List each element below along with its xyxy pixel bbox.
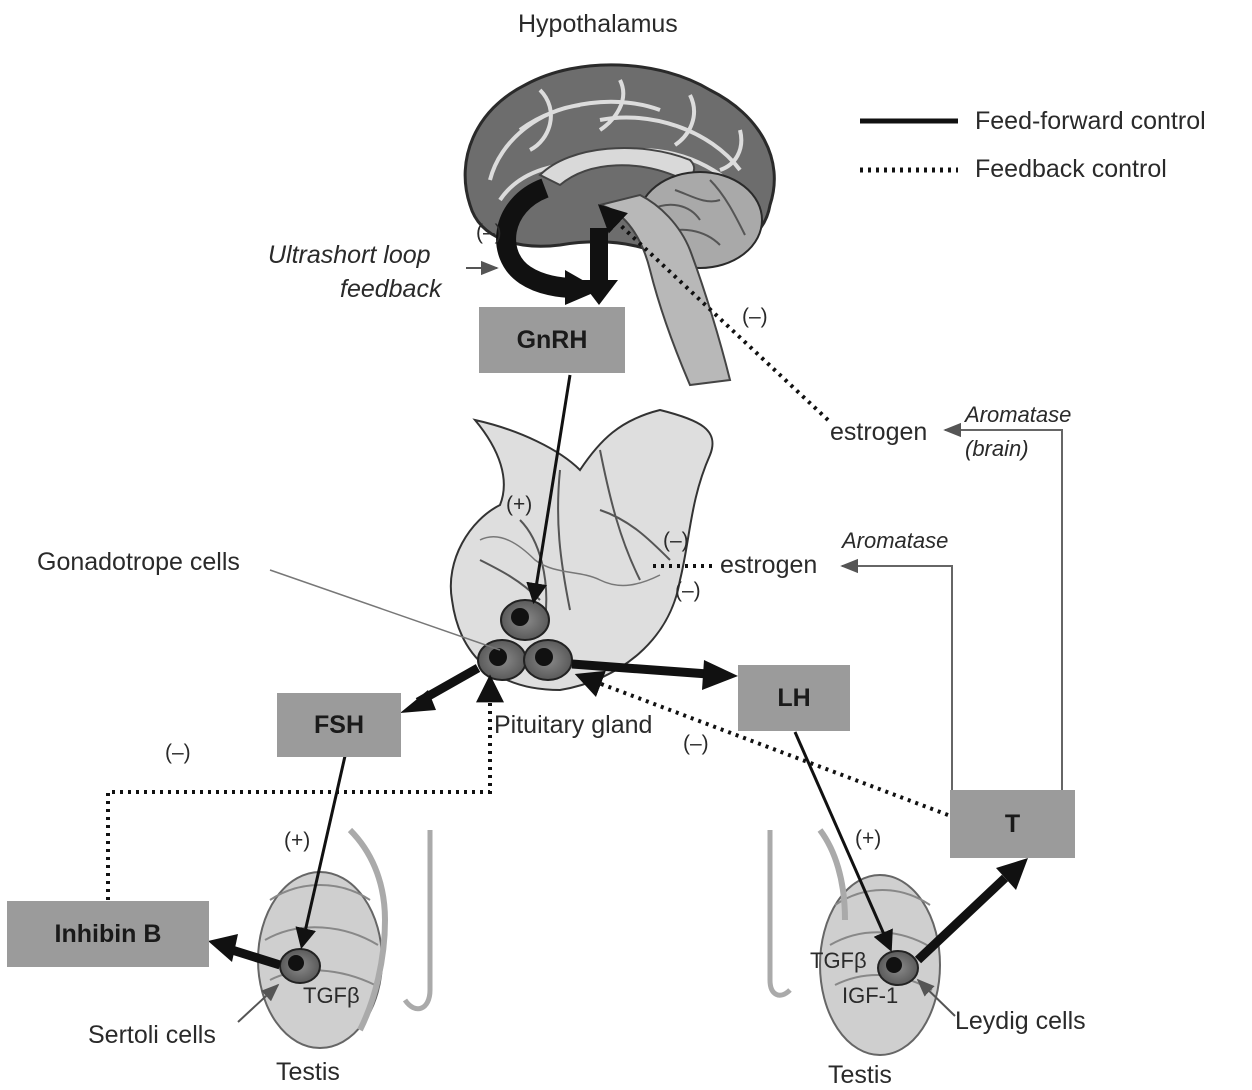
igf1-label: IGF-1: [842, 985, 898, 1007]
aromatase-brain-label-2: (brain): [965, 438, 1029, 460]
gonadotropes-to-lh-arrowhead: [702, 660, 738, 690]
gonadotrope-cells-label: Gonadotrope cells: [37, 550, 240, 575]
t-to-estrogen-pituitary-line: [842, 566, 952, 790]
gnrh-plus-sign: (+): [506, 494, 532, 515]
aromatase-label: Aromatase: [842, 530, 948, 552]
estrogen-brain-label: estrogen: [830, 420, 927, 445]
inhibin-b-box: Inhibin B: [7, 901, 209, 967]
ultrashort-loop-label-2: feedback: [340, 277, 441, 302]
testis-left-label: Testis: [276, 1060, 340, 1085]
fsh-plus-sign: (+): [284, 830, 310, 851]
sertoli-to-inhibin-arrowhead: [208, 934, 238, 962]
legend-feedback-label: Feedback control: [975, 157, 1167, 182]
estrogen-pituitary-label: estrogen: [720, 553, 817, 578]
tgfb-left-label: TGFβ: [303, 985, 360, 1007]
fsh-box: FSH: [277, 693, 401, 757]
testis-right-label: Testis: [828, 1063, 892, 1088]
estrogen-pit-sign-1: (–): [663, 530, 689, 551]
aromatase-brain-label-1: Aromatase: [965, 404, 1071, 426]
leydig-cell: [878, 951, 918, 985]
tgfb-right-label: TGFβ: [810, 950, 867, 972]
t-feedback-sign: (–): [683, 733, 709, 754]
estrogen-brain-sign: (–): [742, 306, 768, 327]
diagram-title: Hypothalamus: [518, 12, 678, 37]
leydig-cells-label: Leydig cells: [955, 1009, 1086, 1034]
ultrashort-loop-label-1: Ultrashort loop: [268, 243, 431, 268]
t-to-estrogen-brain-line: [945, 430, 1062, 790]
lh-box: LH: [738, 665, 850, 731]
legend-feed-forward-label: Feed-forward control: [975, 109, 1206, 134]
gnrh-box: GnRH: [479, 307, 625, 373]
hypothalamus-down-arrow: [590, 228, 608, 283]
ultrashort-sign: (–): [476, 222, 502, 243]
right-testis-illustration: [770, 830, 940, 1055]
sertoli-cell: [280, 949, 320, 983]
estrogen-pit-sign-2: (–): [675, 580, 701, 601]
t-box: T: [950, 790, 1075, 858]
lh-plus-sign: (+): [855, 828, 881, 849]
sertoli-cells-label: Sertoli cells: [88, 1023, 216, 1048]
inhibin-sign: (–): [165, 742, 191, 763]
left-testis-illustration: [258, 830, 430, 1048]
pituitary-gland-label: Pituitary gland: [494, 713, 652, 738]
